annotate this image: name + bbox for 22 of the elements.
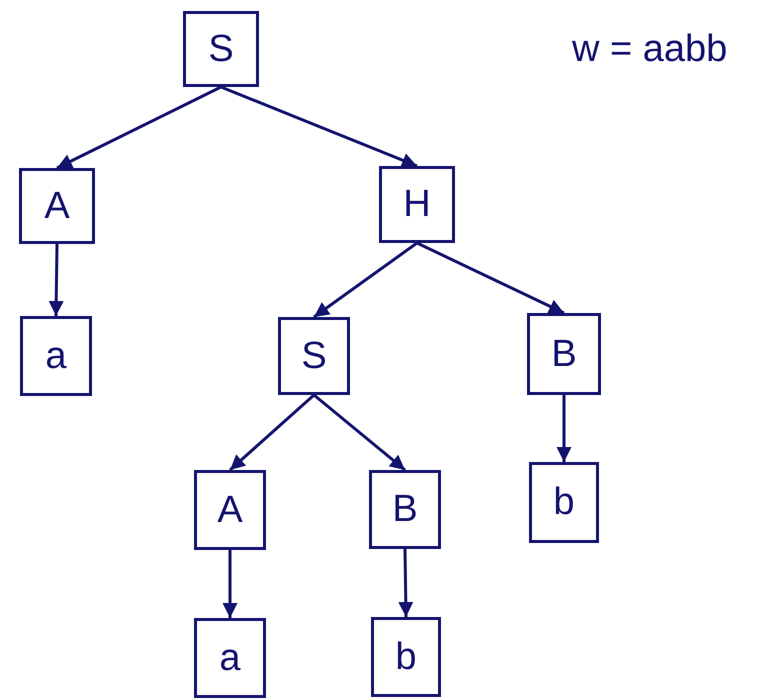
arrow xyxy=(416,242,565,314)
tree-node-box: S xyxy=(183,11,259,87)
tree-node-box: A xyxy=(194,470,266,550)
tree-node-box: B xyxy=(527,313,601,395)
tree-node-box: S xyxy=(278,317,350,395)
tree-node-box: b xyxy=(529,462,599,543)
tree-node-box: H xyxy=(379,166,455,243)
arrow xyxy=(220,86,418,168)
arrow xyxy=(313,242,418,318)
arrow xyxy=(222,550,238,618)
arrow xyxy=(56,86,222,170)
tree-node-box: A xyxy=(19,168,95,244)
tree-node-box: b xyxy=(371,617,441,697)
arrow xyxy=(313,394,406,472)
arrow xyxy=(556,395,572,462)
tree-node-box: a xyxy=(194,618,266,698)
arrow xyxy=(48,244,64,316)
arrow xyxy=(398,548,414,618)
tree-node-box: B xyxy=(369,470,441,549)
tree-node-box: a xyxy=(20,316,92,396)
note-text: w = aabb xyxy=(572,28,728,71)
arrow xyxy=(229,394,315,472)
